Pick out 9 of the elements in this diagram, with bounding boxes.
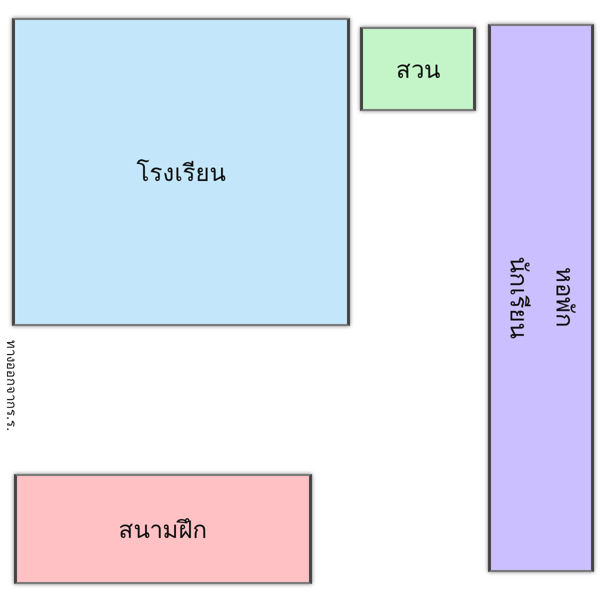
school-building [12,18,350,326]
dormitory-building [488,24,594,572]
area-label: สวน [396,54,440,86]
area-label: สนามฝึก [118,514,208,546]
training-field [14,474,312,584]
area-label: หอพักนักเรียน [504,256,580,341]
exit-note: ทางออกจากร.ร. [2,340,19,432]
area-label: โรงเรียน [136,158,226,188]
garden-area [360,27,476,111]
